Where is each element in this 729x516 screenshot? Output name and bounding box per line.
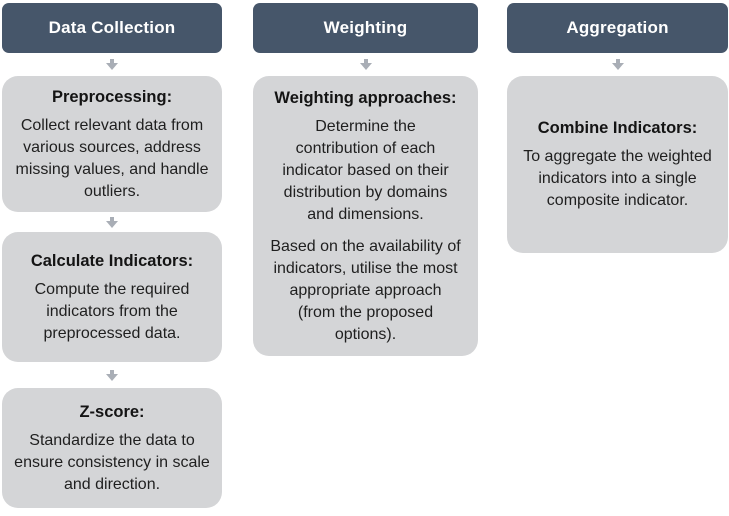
step-title: Preprocessing: xyxy=(51,87,173,106)
step-box-weighting-approaches: Weighting approaches: Determine the cont… xyxy=(253,76,478,356)
step-box-combine-indicators: Combine Indicators: To aggregate the wei… xyxy=(507,76,728,253)
stage-header-data-collection: Data Collection xyxy=(2,3,222,53)
down-arrow-icon xyxy=(105,212,119,232)
step-title: Calculate Indicators: xyxy=(30,251,194,270)
step-box-calculate-indicators: Calculate Indicators: Compute the requir… xyxy=(2,232,222,362)
step-title: Weighting approaches: xyxy=(274,88,457,107)
step-title: Z-score: xyxy=(79,402,145,421)
down-arrow-icon xyxy=(359,53,373,76)
column-weighting: Weighting Weighting approaches: Determin… xyxy=(253,0,478,356)
step-description: Compute the required indicators from the… xyxy=(34,280,190,342)
step-description: Determine the contribution of each indic… xyxy=(282,117,449,223)
step-description: Based on the availability of indicators,… xyxy=(270,237,461,343)
step-description: Standardize the data to ensure consisten… xyxy=(14,431,210,493)
step-description: Collect relevant data from various sourc… xyxy=(15,116,209,200)
stage-header-aggregation: Aggregation xyxy=(507,3,728,53)
stage-header-weighting: Weighting xyxy=(253,3,478,53)
step-description: To aggregate the weighted indicators int… xyxy=(523,148,712,209)
down-arrow-icon xyxy=(105,362,119,388)
column-aggregation: Aggregation Combine Indicators: To aggre… xyxy=(507,0,728,253)
down-arrow-icon xyxy=(105,53,119,76)
step-box-z-score: Z-score: Standardize the data to ensure … xyxy=(2,388,222,508)
step-title: Combine Indicators: xyxy=(537,119,698,137)
down-arrow-icon xyxy=(611,53,625,76)
step-box-preprocessing: Preprocessing: Collect relevant data fro… xyxy=(2,76,222,212)
column-data-collection: Data Collection Preprocessing: Collect r… xyxy=(2,0,222,508)
